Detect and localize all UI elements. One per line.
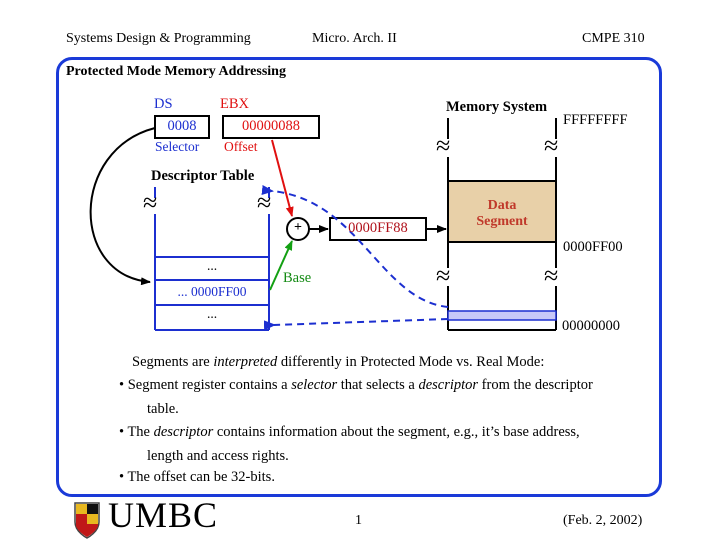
intro-line: Segments are interpreted differently in … bbox=[132, 354, 545, 370]
slide-frame bbox=[56, 57, 662, 497]
address-segment-base: 0000FF00 bbox=[563, 239, 623, 255]
table-break-left-icon: ≈ bbox=[143, 188, 158, 217]
base-label: Base bbox=[283, 270, 312, 286]
address-top: FFFFFFFF bbox=[563, 112, 628, 128]
offset-value: 00000088 bbox=[242, 118, 300, 134]
selector-to-table-arrow bbox=[89, 127, 156, 286]
offset-arrow bbox=[271, 139, 294, 217]
address-bottom: 00000000 bbox=[562, 318, 620, 334]
sum-value: 0000FF88 bbox=[348, 220, 408, 236]
slide-date: (Feb. 2, 2002) bbox=[563, 513, 643, 528]
data-segment-line1: Data bbox=[487, 198, 517, 213]
memory-system-label: Memory System bbox=[446, 99, 548, 115]
umbc-logo-text: UMBC bbox=[108, 495, 219, 535]
base-stripe bbox=[447, 310, 557, 321]
offset-register-box bbox=[222, 115, 320, 139]
slide-title: Protected Mode Memory Addressing bbox=[66, 64, 286, 79]
selector-register-box bbox=[154, 115, 210, 139]
memory-break-top-right-icon: ≈ bbox=[544, 131, 559, 160]
table-dots-2: ... bbox=[206, 306, 218, 321]
header-course-title: Systems Design & Programming bbox=[66, 31, 251, 46]
bullet-selector: • Segment register contains a selector t… bbox=[119, 377, 593, 393]
offset-label: Offset bbox=[224, 139, 258, 154]
descriptor-table-label: Descriptor Table bbox=[151, 168, 255, 184]
page-number: 1 bbox=[355, 513, 362, 528]
selector-value: 0008 bbox=[167, 118, 197, 134]
table-base-entry: ... 0000FF00 bbox=[177, 284, 247, 299]
table-break-right-icon: ≈ bbox=[257, 188, 272, 217]
ebx-label: EBX bbox=[220, 96, 249, 112]
bullet-offset: • The offset can be 32-bits. bbox=[119, 469, 275, 485]
header-topic: Micro. Arch. II bbox=[312, 31, 397, 46]
table-dots-1: ... bbox=[206, 258, 218, 273]
base-arrow bbox=[269, 240, 293, 291]
ds-label: DS bbox=[154, 96, 173, 112]
memory-break-bottom-right-icon: ≈ bbox=[544, 261, 559, 290]
bullet-selector-cont: table. bbox=[147, 401, 179, 417]
data-segment-block bbox=[447, 180, 557, 243]
bullet-descriptor-cont: length and access rights. bbox=[147, 448, 289, 464]
header-course-code: CMPE 310 bbox=[582, 31, 645, 46]
memory-break-top-left-icon: ≈ bbox=[436, 131, 451, 160]
descriptor-pointer-arrow-bottom bbox=[263, 318, 449, 331]
descriptor-pointer-arrow-top bbox=[261, 184, 449, 308]
memory-break-bottom-left-icon: ≈ bbox=[436, 261, 451, 290]
selector-label: Selector bbox=[155, 139, 200, 154]
adder-symbol: + bbox=[294, 220, 302, 235]
umbc-shield-icon bbox=[74, 502, 100, 539]
bullet-descriptor: • The descriptor contains information ab… bbox=[119, 424, 580, 440]
data-segment-line2: Segment bbox=[476, 214, 528, 229]
